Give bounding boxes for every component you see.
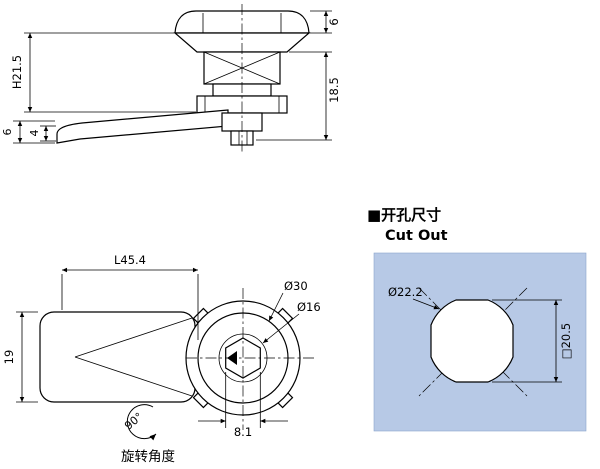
top-view: L45.4 19 Ø30 Ø16 8.1 90° 旋转角度	[2, 253, 321, 465]
dim-handle-thickness-label: 4	[28, 130, 41, 137]
rotation-angle-label: 90°	[122, 410, 145, 432]
dim-outer-dia-label: Ø30	[284, 279, 308, 293]
cutout-hole-shape	[430, 299, 514, 383]
handle-grip-line	[74, 317, 193, 358]
cutout-title-en: Cut Out	[385, 228, 448, 244]
dim-length-label: L45.4	[114, 253, 146, 267]
dim-hex-label: 8.1	[234, 425, 252, 439]
side-view: 6 18.5 H21.5 6 4	[1, 4, 341, 152]
dim-cutout-dia-label: Ø22.2	[388, 285, 423, 299]
dim-inner-dia-label: Ø16	[297, 300, 321, 314]
dim-width-label: 19	[2, 350, 16, 365]
hex-socket	[225, 337, 261, 379]
dim-handle-offset-label: 6	[1, 129, 14, 136]
leader-line	[262, 313, 300, 344]
dim-total-height-label: H21.5	[10, 55, 24, 89]
head-cap	[174, 10, 310, 34]
rotation-text-label: 旋转角度	[121, 449, 175, 465]
leader-line	[268, 292, 284, 322]
lever-arm	[56, 109, 229, 144]
dim-body-height-label: 18.5	[327, 77, 341, 103]
head-bevel	[173, 32, 311, 53]
cutout-title-cn: ■开孔尺寸	[367, 206, 441, 224]
leader-line	[412, 298, 440, 310]
handle-body	[39, 311, 196, 403]
dim-cutout-square-label: □20.5	[559, 323, 573, 359]
diagonal-centerline	[418, 287, 528, 397]
rotation-arrow-icon	[126, 404, 157, 441]
dim-cap-height-label: 6	[327, 18, 341, 25]
handle-grip-line	[74, 356, 193, 397]
cutout-section: ■开孔尺寸 Cut Out Ø22.2 □20.5	[367, 206, 587, 432]
